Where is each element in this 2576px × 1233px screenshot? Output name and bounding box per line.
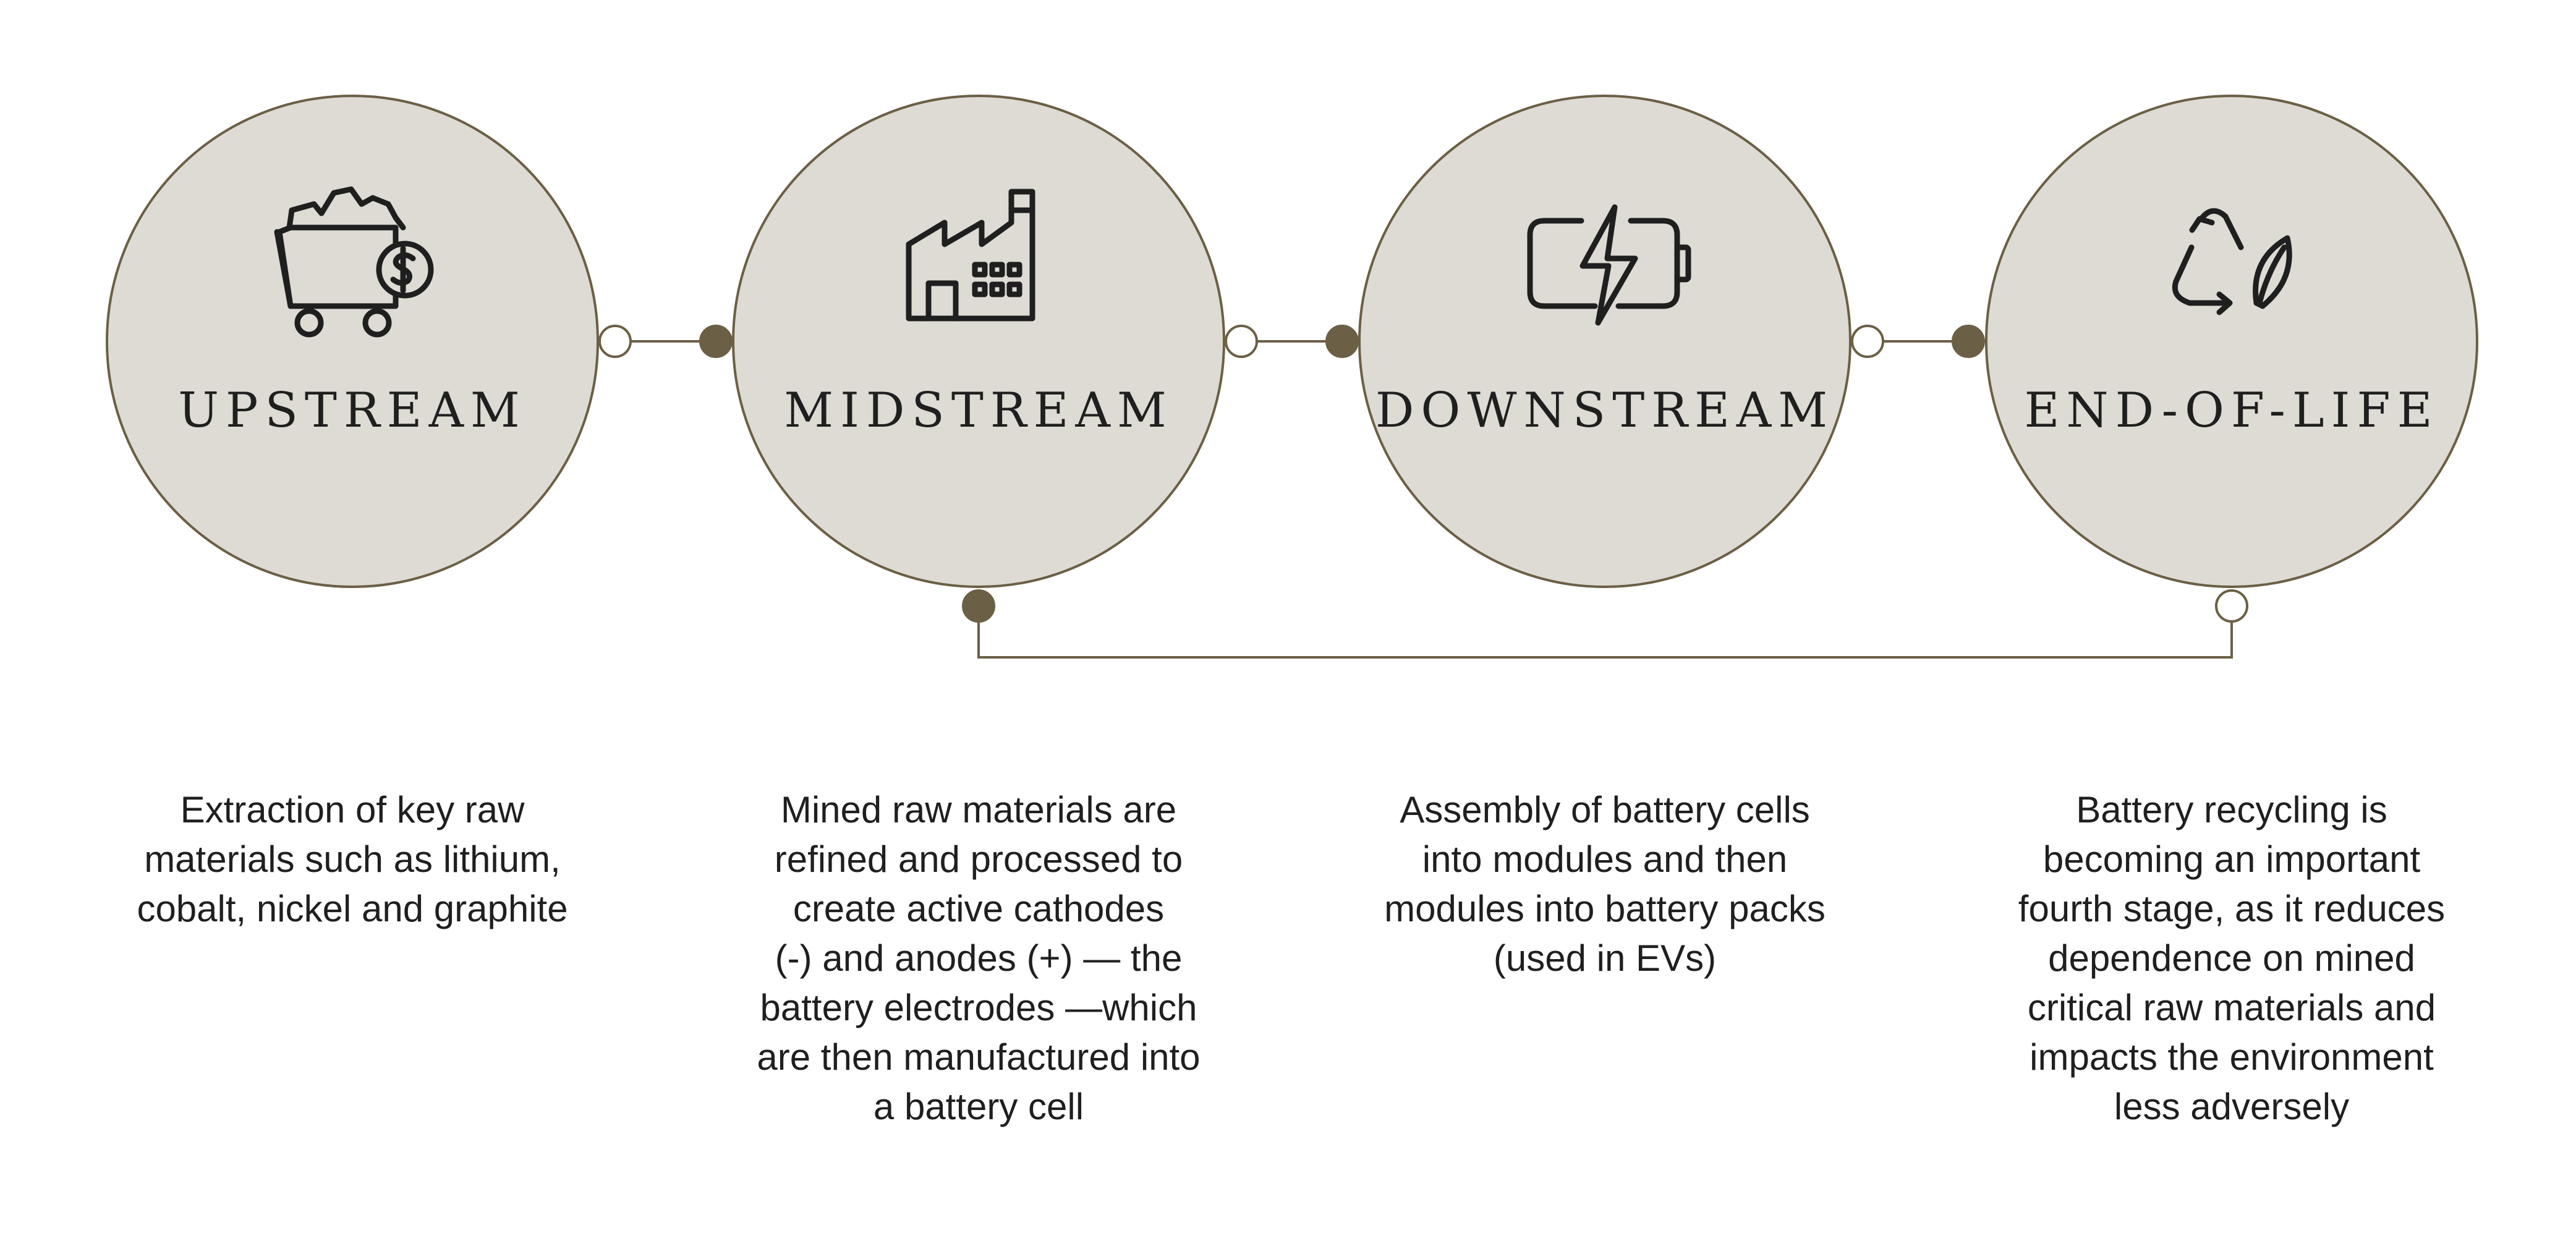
open-dot [598,325,632,358]
filled-dot [1952,325,1985,358]
factory-icon [906,189,1035,322]
connectors [615,340,2233,659]
stage-label-midstream: MIDSTREAM [784,383,1173,438]
filled-dot [699,325,733,358]
stage-label-downstream: DOWNSTREAM [1375,383,1834,438]
stage-label-upstream: UPSTREAM [178,383,527,438]
stage-description-midstream: Mined raw materials are refined and proc… [757,789,1201,1127]
stage-circle-downstream [1358,95,1851,588]
stage-circles [106,95,2478,588]
stage-description-upstream: Extraction of key raw materials such as … [137,789,568,929]
open-dot [2215,589,2248,623]
stage-labels: UPSTREAM MIDSTREAM DOWNSTREAM END-OF-LIF… [178,383,2439,438]
connector-dots [598,325,2248,623]
connector-endoflife-to-midstream-loop [977,606,2233,659]
stage-description-downstream: Assembly of battery cells into modules a… [1384,789,1826,979]
open-dot [1225,325,1258,358]
stage-circle-midstream [732,95,1225,588]
battery-charging-icon [1527,204,1691,326]
filled-dot [1325,325,1359,358]
stage-description-endoflife: Battery recycling is becoming an importa… [2018,789,2446,1127]
stage-label-endoflife: END-OF-LIFE [2024,383,2439,438]
open-dot [1851,325,1884,358]
filled-dot [962,589,995,623]
recycle-leaf-icon [2172,208,2292,315]
stage-circle-endoflife [1985,95,2478,588]
stage-circle-upstream [106,95,599,588]
mine-cart-dollar-icon [274,186,434,338]
